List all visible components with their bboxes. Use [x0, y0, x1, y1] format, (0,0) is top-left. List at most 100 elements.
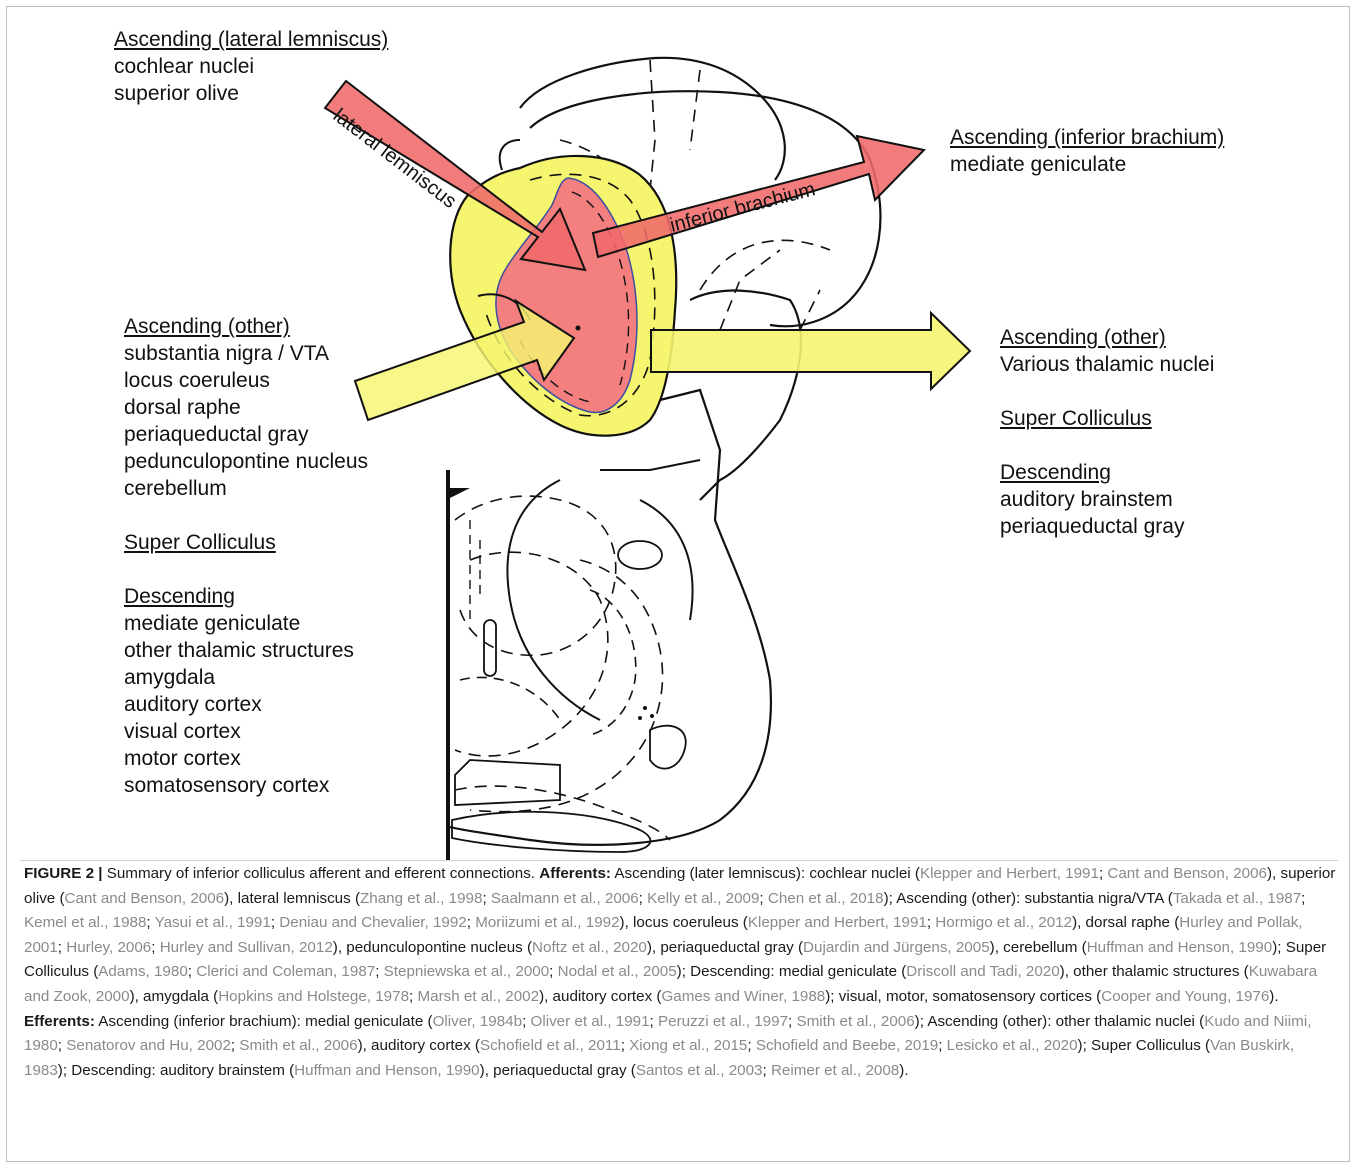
citation-link[interactable]: Dujardin and Jürgens, 2005 — [803, 939, 990, 956]
citation-link[interactable]: Hormigo et al., 2012 — [935, 914, 1072, 931]
connection-item: periaqueductal gray — [124, 421, 368, 448]
connection-item: mediate geniculate — [950, 151, 1224, 178]
caption-text: ; — [58, 1037, 66, 1054]
citation-link[interactable]: Yasui et al., 1991 — [155, 914, 271, 931]
connection-item: somatosensory cortex — [124, 772, 368, 799]
citation-link[interactable]: Games and Winer, 1988 — [661, 988, 825, 1005]
group-heading: Descending — [1000, 459, 1214, 486]
group-heading: Ascending (other) — [1000, 324, 1214, 351]
citation-link[interactable]: Hurley, 2006 — [66, 939, 151, 956]
citation-link[interactable]: Nodal et al., 2005 — [558, 963, 677, 980]
group-spacer — [124, 556, 368, 583]
caption-text: Ascending (later lemniscus): cochlear nu… — [611, 865, 920, 882]
group-heading: Super Colliculus — [1000, 405, 1214, 432]
connection-item: pedunculopontine nucleus — [124, 448, 368, 475]
caption-text: ), periaqueductal gray ( — [480, 1062, 636, 1079]
citation-link[interactable]: Klepper and Herbert, 1991 — [920, 865, 1099, 882]
citation-link[interactable]: Driscoll and Tadi, 2020 — [906, 963, 1059, 980]
citation-link[interactable]: Lesicko et al., 2020 — [947, 1037, 1078, 1054]
citation-link[interactable]: Chen et al., 2018 — [768, 890, 884, 907]
caption-text: Ascending (inferior brachium): medial ge… — [95, 1013, 433, 1030]
citation-link[interactable]: Oliver et al., 1991 — [531, 1013, 650, 1030]
citation-link[interactable]: Klepper and Herbert, 1991 — [748, 914, 927, 931]
caption-text: ; — [650, 1013, 658, 1030]
citation-link[interactable]: Zhang et al., 1998 — [360, 890, 482, 907]
citation-link[interactable]: Kelly et al., 2009 — [647, 890, 759, 907]
citation-link[interactable]: Saalmann et al., 2006 — [491, 890, 639, 907]
caption-text: ), auditory cortex ( — [358, 1037, 480, 1054]
caption-text: ; — [639, 890, 647, 907]
caption-text: ), other thalamic structures ( — [1060, 963, 1249, 980]
caption-bold: FIGURE 2 | — [24, 865, 107, 882]
citation-link[interactable]: Oliver, 1984b — [433, 1013, 523, 1030]
connection-item: other thalamic structures — [124, 637, 368, 664]
figure-caption: FIGURE 2 | Summary of inferior colliculu… — [24, 862, 1336, 1083]
citation-link[interactable]: Cant and Benson, 2006 — [1107, 865, 1267, 882]
connection-item: substantia nigra / VTA — [124, 340, 368, 367]
connection-item: mediate geniculate — [124, 610, 368, 637]
brainstem-outline — [446, 390, 771, 845]
citation-link[interactable]: Cant and Benson, 2006 — [65, 890, 225, 907]
caption-text: ; — [759, 890, 767, 907]
group-heading: Ascending (inferior brachium) — [950, 124, 1224, 151]
caption-text: ; — [151, 939, 159, 956]
connection-item: motor cortex — [124, 745, 368, 772]
ascending-other-out-arrow — [651, 313, 970, 389]
group-spacer — [1000, 378, 1214, 405]
caption-bold: Efferents: — [24, 1013, 95, 1030]
group-heading: Ascending (lateral lemniscus) — [114, 26, 388, 53]
citation-link[interactable]: Peruzzi et al., 1997 — [658, 1013, 788, 1030]
group-heading: Ascending (other) — [124, 313, 368, 340]
citation-link[interactable]: Xiong et al., 2015 — [629, 1037, 747, 1054]
ascending-lateral-lemniscus-block: Ascending (lateral lemniscus)cochlear nu… — [114, 26, 388, 107]
citation-link[interactable]: Marsh et al., 2002 — [417, 988, 539, 1005]
citation-link[interactable]: Senatorov and Hu, 2002 — [66, 1037, 231, 1054]
connection-item: auditory cortex — [124, 691, 368, 718]
citation-link[interactable]: Schofield et al., 2011 — [480, 1037, 621, 1054]
caption-text: ; — [549, 963, 557, 980]
connection-item: auditory brainstem — [1000, 486, 1214, 513]
group-spacer — [124, 502, 368, 529]
citation-link[interactable]: Huffman and Henson, 1990 — [294, 1062, 479, 1079]
citation-link[interactable]: Noftz et al., 2020 — [532, 939, 647, 956]
citation-link[interactable]: Moriizumi et al., 1992 — [475, 914, 619, 931]
caption-text: ; — [938, 1037, 946, 1054]
citation-link[interactable]: Schofield and Beebe, 2019 — [756, 1037, 938, 1054]
caption-text: ; — [375, 963, 383, 980]
caption-text: ). — [899, 1062, 908, 1079]
citation-link[interactable]: Reimer et al., 2008 — [771, 1062, 899, 1079]
citation-link[interactable]: Huffman and Henson, 1990 — [1087, 939, 1272, 956]
citation-link[interactable]: Hopkins and Holstege, 1978 — [218, 988, 409, 1005]
citation-link[interactable]: Clerici and Coleman, 1987 — [196, 963, 375, 980]
caption-bold: Afferents: — [539, 865, 611, 882]
caption-text: ; — [747, 1037, 755, 1054]
lower-anatomy — [446, 470, 686, 860]
caption-text: ), dorsal raphe ( — [1072, 914, 1179, 931]
connection-item: periaqueductal gray — [1000, 513, 1214, 540]
citation-link[interactable]: Adams, 1980 — [98, 963, 188, 980]
thalamic-outline — [690, 291, 801, 500]
connection-item: amygdala — [124, 664, 368, 691]
citation-link[interactable]: Smith et al., 2006 — [796, 1013, 914, 1030]
citation-link[interactable]: Kemel et al., 1988 — [24, 914, 146, 931]
citation-link[interactable]: Hurley and Sullivan, 2012 — [160, 939, 333, 956]
citation-link[interactable]: Cooper and Young, 1976 — [1101, 988, 1269, 1005]
caption-text: ). — [1269, 988, 1278, 1005]
caption-text: ; — [1301, 890, 1305, 907]
citation-link[interactable]: Smith et al., 2006 — [239, 1037, 357, 1054]
group-heading: Descending — [124, 583, 368, 610]
citation-link[interactable]: Takada et al., 1987 — [1173, 890, 1301, 907]
citation-link[interactable]: Deniau and Chevalier, 1992 — [279, 914, 466, 931]
caption-text: ), periaqueductal gray ( — [647, 939, 803, 956]
caption-text: ; — [58, 939, 66, 956]
citation-link[interactable]: Stepniewska et al., 2000 — [384, 963, 549, 980]
connection-item: locus coeruleus — [124, 367, 368, 394]
citation-link[interactable]: Santos et al., 2003 — [636, 1062, 763, 1079]
caption-divider — [20, 860, 1338, 861]
caption-text: ); Super Colliculus ( — [1078, 1037, 1211, 1054]
caption-text: ; — [762, 1062, 770, 1079]
caption-text: ; — [482, 890, 490, 907]
ascending-inferior-brachium-block: Ascending (inferior brachium)mediate gen… — [950, 124, 1224, 178]
upper-left-curl — [500, 140, 520, 170]
connection-item: cerebellum — [124, 475, 368, 502]
